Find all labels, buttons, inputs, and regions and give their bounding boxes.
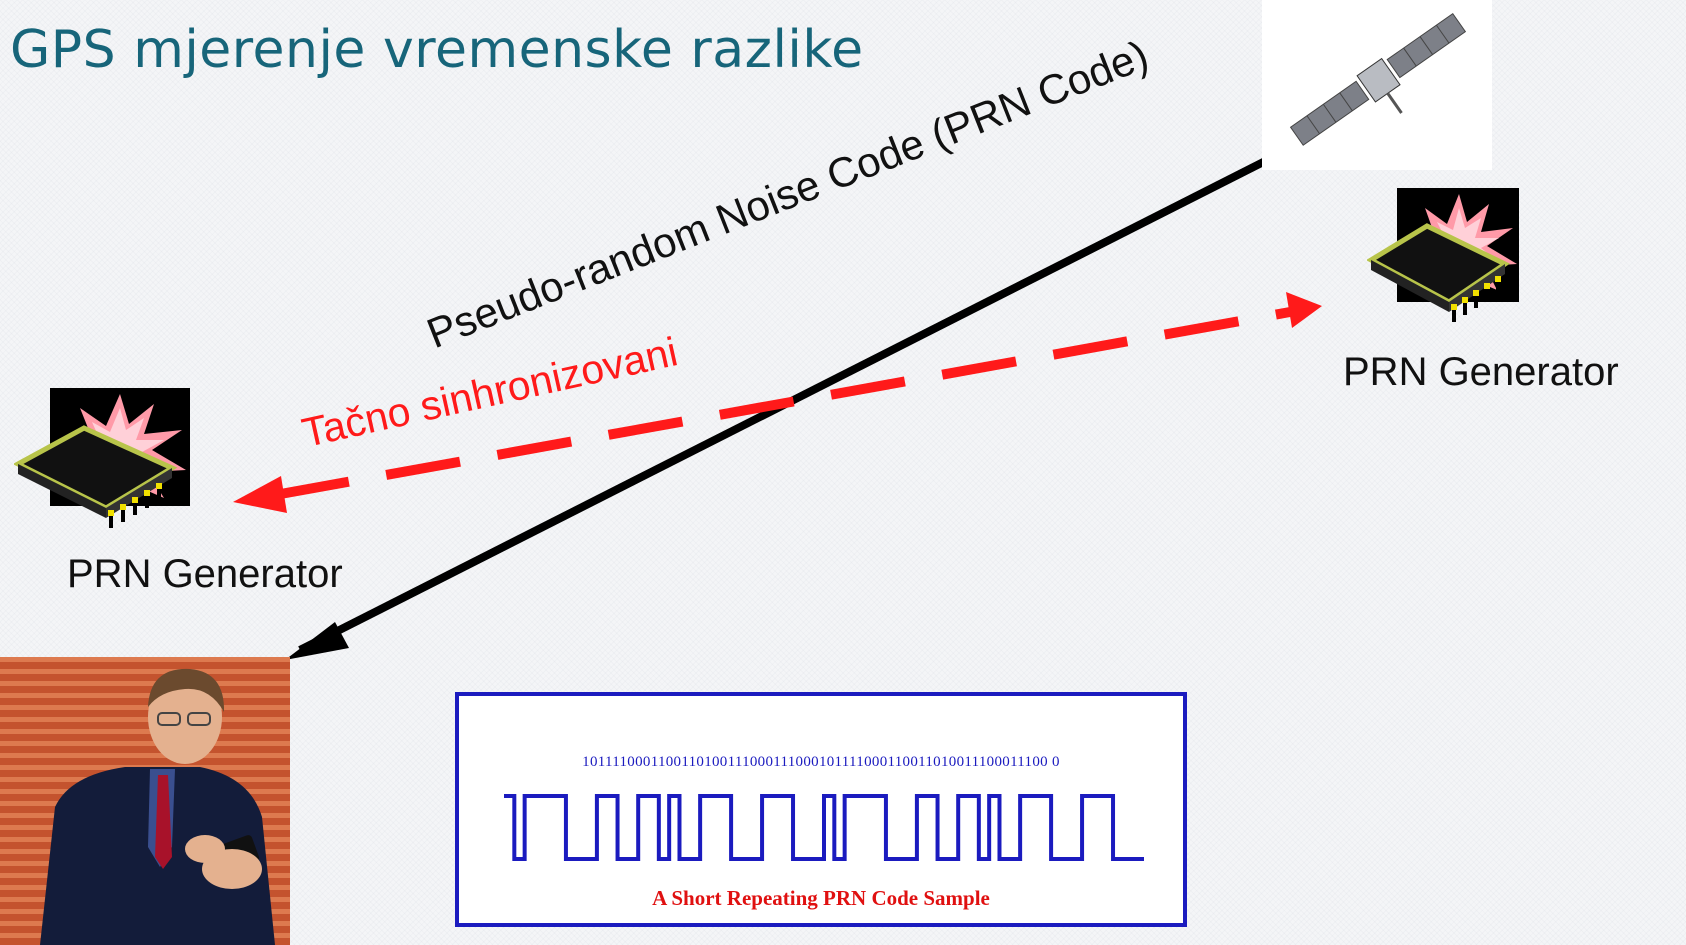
satellite-icon — [1262, 0, 1492, 170]
prn-waveform — [504, 794, 1144, 861]
prn-generator-left-label: PRN Generator — [67, 552, 343, 596]
sync-arrow — [233, 292, 1322, 513]
prn-bit-string: 1011110001100110100111000111000101111000… — [582, 754, 1060, 770]
prn-sample-box: 1011110001100110100111000111000101111000… — [455, 692, 1187, 927]
prn-sample-caption: A Short Repeating PRN Code Sample — [652, 886, 990, 910]
chip-icon — [14, 388, 190, 528]
chip-icon — [1367, 188, 1519, 322]
signal-arrow — [285, 108, 1364, 660]
person-photo — [0, 657, 290, 945]
slide-title: GPS mjerenje vremenske razlike — [10, 20, 864, 80]
prn-generator-right-label: PRN Generator — [1343, 350, 1619, 394]
